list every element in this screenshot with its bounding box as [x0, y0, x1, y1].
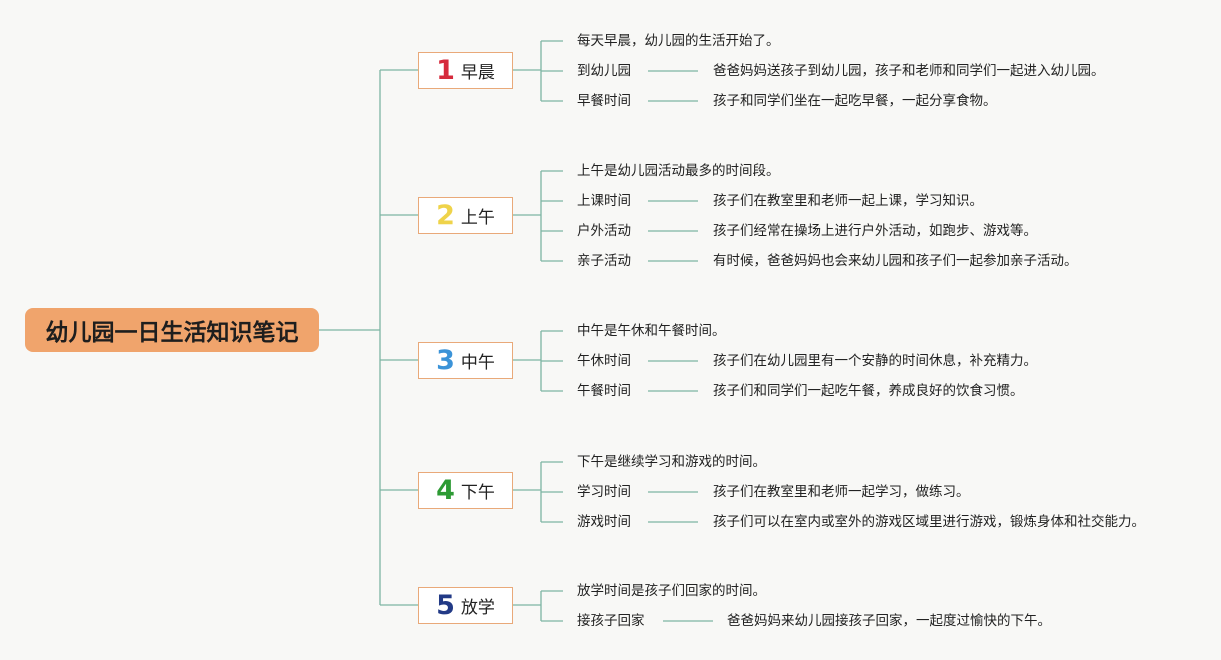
leaf-description[interactable]: 孩子们在幼儿园里有一个安静的时间休息，补充精力。 — [713, 353, 1037, 369]
leaf-label[interactable]: 接孩子回家 — [577, 613, 645, 629]
branch-intro[interactable]: 下午是继续学习和游戏的时间。 — [577, 454, 766, 470]
leaf-description[interactable]: 孩子们在教室里和老师一起上课，学习知识。 — [713, 193, 983, 209]
leaf-label[interactable]: 上课时间 — [577, 193, 631, 209]
branch-label: 上午 — [460, 207, 495, 228]
leaf-description[interactable]: 有时候，爸爸妈妈也会来幼儿园和孩子们一起参加亲子活动。 — [713, 253, 1078, 269]
root-topic[interactable]: 幼儿园一日生活知识笔记 — [25, 308, 319, 352]
leaf-description[interactable]: 爸爸妈妈来幼儿园接孩子回家，一起度过愉快的下午。 — [727, 613, 1051, 629]
leaf-label[interactable]: 午餐时间 — [577, 383, 631, 399]
leaf-description[interactable]: 孩子们经常在操场上进行户外活动，如跑步、游戏等。 — [713, 223, 1037, 239]
branch-label: 下午 — [460, 482, 495, 503]
leaf-label[interactable]: 游戏时间 — [577, 514, 631, 530]
branch-number: 5 — [436, 589, 455, 621]
branch-label: 早晨 — [460, 62, 495, 83]
branch-label: 中午 — [460, 352, 495, 373]
leaf-description[interactable]: 孩子们和同学们一起吃午餐，养成良好的饮食习惯。 — [713, 383, 1024, 399]
leaf-description[interactable]: 爸爸妈妈送孩子到幼儿园，孩子和老师和同学们一起进入幼儿园。 — [713, 63, 1105, 79]
leaf-label[interactable]: 户外活动 — [577, 223, 631, 239]
branch-number: 4 — [436, 474, 455, 506]
branch-label: 放学 — [460, 597, 495, 618]
leaf-label[interactable]: 学习时间 — [577, 484, 631, 500]
leaf-label[interactable]: 早餐时间 — [577, 93, 631, 109]
leaf-description[interactable]: 孩子们可以在室内或室外的游戏区域里进行游戏，锻炼身体和社交能力。 — [713, 514, 1145, 530]
branch-intro[interactable]: 每天早晨，幼儿园的生活开始了。 — [577, 33, 780, 49]
branch-intro[interactable]: 中午是午休和午餐时间。 — [577, 323, 726, 339]
branch-intro[interactable]: 上午是幼儿园活动最多的时间段。 — [577, 163, 780, 179]
leaf-label[interactable]: 午休时间 — [577, 353, 631, 369]
branch-number: 3 — [436, 344, 455, 376]
leaf-label[interactable]: 亲子活动 — [577, 253, 631, 269]
branch-intro[interactable]: 放学时间是孩子们回家的时间。 — [577, 583, 766, 599]
branch-number: 2 — [436, 199, 455, 231]
leaf-description[interactable]: 孩子和同学们坐在一起吃早餐，一起分享食物。 — [713, 93, 997, 109]
leaf-description[interactable]: 孩子们在教室里和老师一起学习，做练习。 — [713, 484, 970, 500]
branch-number: 1 — [436, 54, 455, 86]
leaf-label[interactable]: 到幼儿园 — [577, 63, 631, 79]
